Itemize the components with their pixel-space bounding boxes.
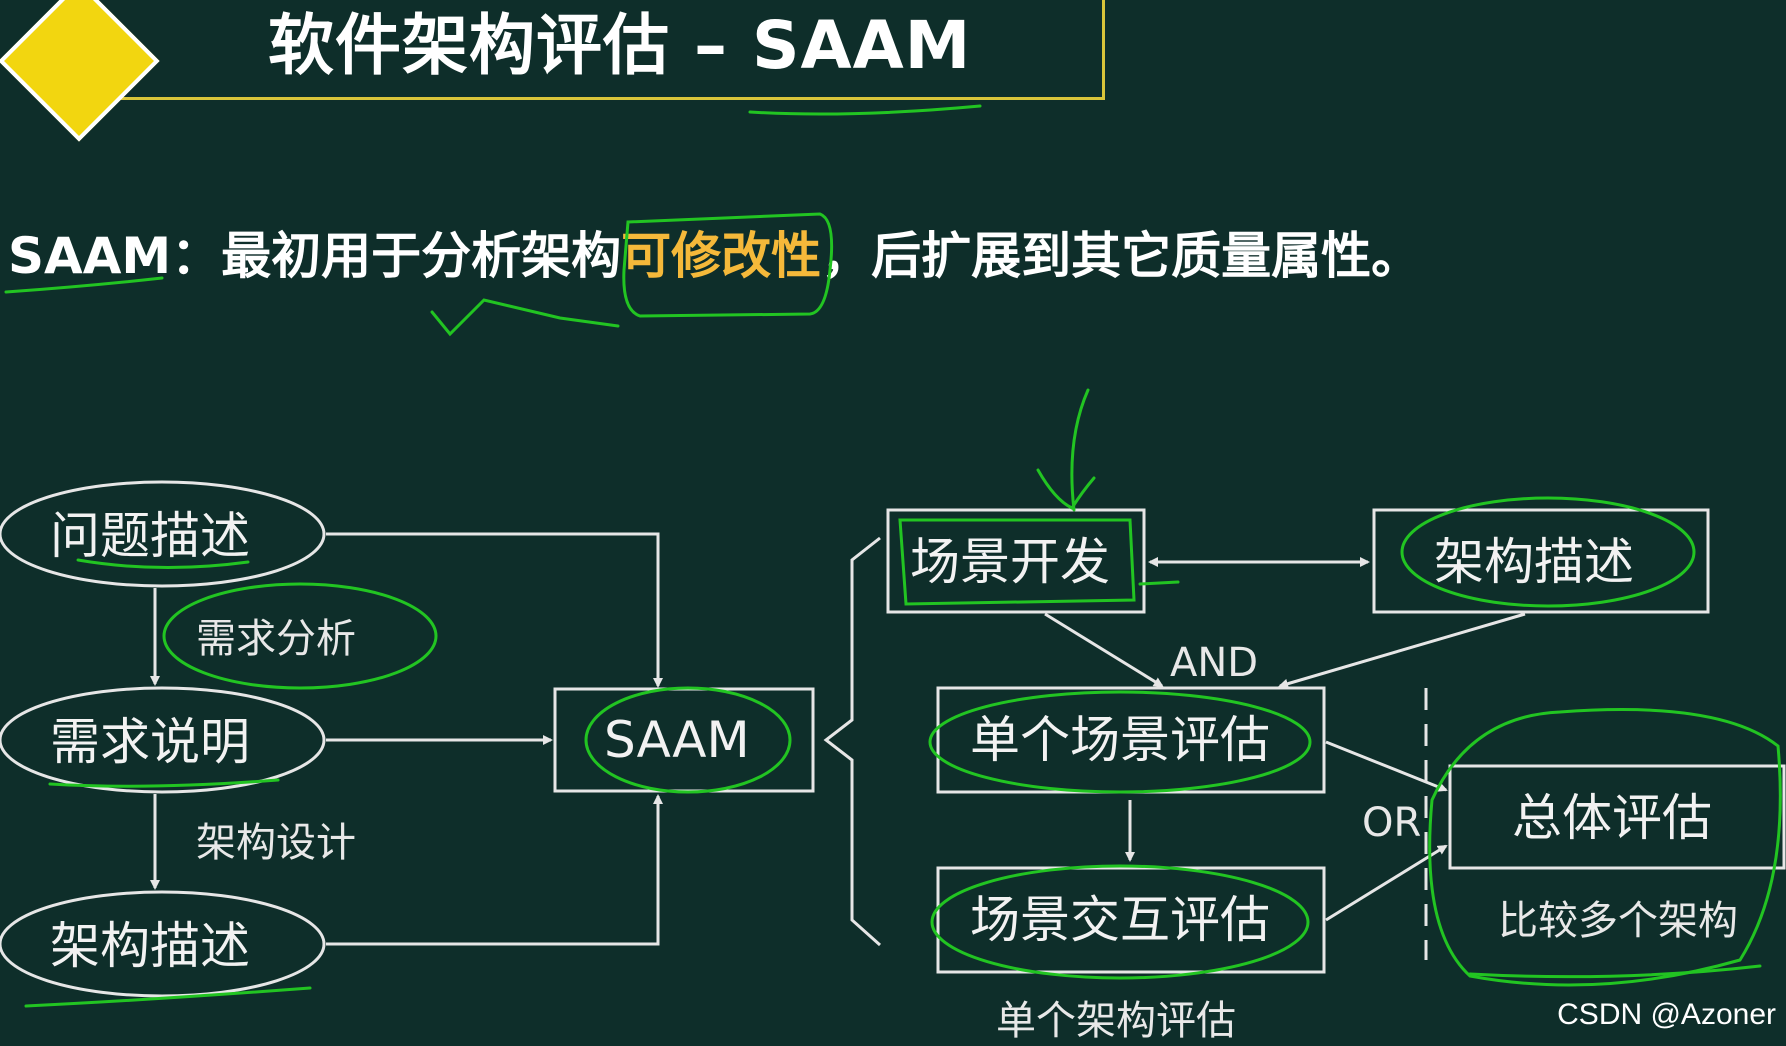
- node-scenario-interaction-eval: 场景交互评估: [970, 891, 1270, 949]
- scenario-dev-box: [886, 508, 1146, 614]
- intro-highlight: 可修改性: [621, 227, 822, 285]
- label-single-arch-eval: 单个架构评估: [996, 998, 1236, 1044]
- node-saam: SAAM: [604, 711, 750, 769]
- saam-circle: [584, 686, 792, 794]
- label-and: AND: [1170, 640, 1259, 686]
- watermark: CSDN @Azoner: [1557, 998, 1776, 1031]
- check-mark: [430, 298, 620, 337]
- intro-colon: ：: [171, 227, 222, 285]
- highlight-circle: [622, 212, 834, 318]
- hand-annotations: [4, 104, 1782, 1008]
- arrow-dev-to-single: [1044, 612, 1164, 688]
- node-single-scenario-eval: 单个场景评估: [970, 711, 1270, 769]
- interaction-circle: [930, 864, 1310, 980]
- single-scenario-circle: [928, 690, 1312, 794]
- ellipse-requirement-spec: [0, 686, 326, 794]
- intro-line: SAAM：最初用于分析架构可修改性，后扩展到其它质量属性。: [8, 224, 1421, 288]
- arrow-desc-to-saam: [326, 794, 663, 946]
- label-compare-multi: 比较多个架构: [1498, 898, 1738, 944]
- arrow-single-to-overall: [1325, 740, 1448, 792]
- label-or: OR: [1362, 800, 1422, 846]
- title-underline: [748, 104, 982, 116]
- saam-underline: [4, 276, 164, 294]
- overall-circle: [1428, 708, 1782, 987]
- page-title: 软件架构评估 – SAAM: [268, 7, 972, 84]
- arch-desc-circle: [1400, 496, 1696, 608]
- intro-term: SAAM: [8, 227, 172, 285]
- req-analysis-circle: [162, 582, 438, 690]
- label-requirement-analysis: 需求分析: [196, 616, 356, 662]
- node-scenario-dev: 场景开发: [910, 533, 1110, 591]
- arch-desc-box: [1372, 508, 1710, 614]
- down-arrow-mark: [1036, 388, 1096, 512]
- scenario-dev-mark: [898, 518, 1180, 606]
- arrow-interaction-to-overall: [1325, 844, 1448, 922]
- intro-after: ，后扩展到其它质量属性。: [821, 227, 1422, 285]
- problem-underline: [76, 558, 250, 570]
- interaction-box: [936, 866, 1326, 974]
- node-requirement-spec: 需求说明: [50, 713, 250, 771]
- node-arch-desc: 架构描述: [1434, 533, 1634, 591]
- node-problem: 问题描述: [50, 507, 250, 565]
- node-overall-eval: 总体评估: [1512, 789, 1712, 847]
- desc-underline: [24, 986, 312, 1008]
- label-architecture-design: 架构设计: [196, 820, 356, 866]
- intro-before: 最初用于分析架构: [221, 227, 622, 285]
- spec-underline: [48, 778, 280, 788]
- node-architecture-desc: 架构描述: [50, 917, 250, 975]
- arrow-problem-to-saam: [326, 532, 663, 688]
- overall-underline: [1468, 964, 1762, 979]
- arrow-desc-to-single: [1278, 612, 1526, 689]
- ellipse-problem: [0, 480, 326, 588]
- ellipse-architecture-desc: [0, 890, 326, 998]
- brace: [823, 536, 881, 947]
- overall-box: [1448, 764, 1786, 870]
